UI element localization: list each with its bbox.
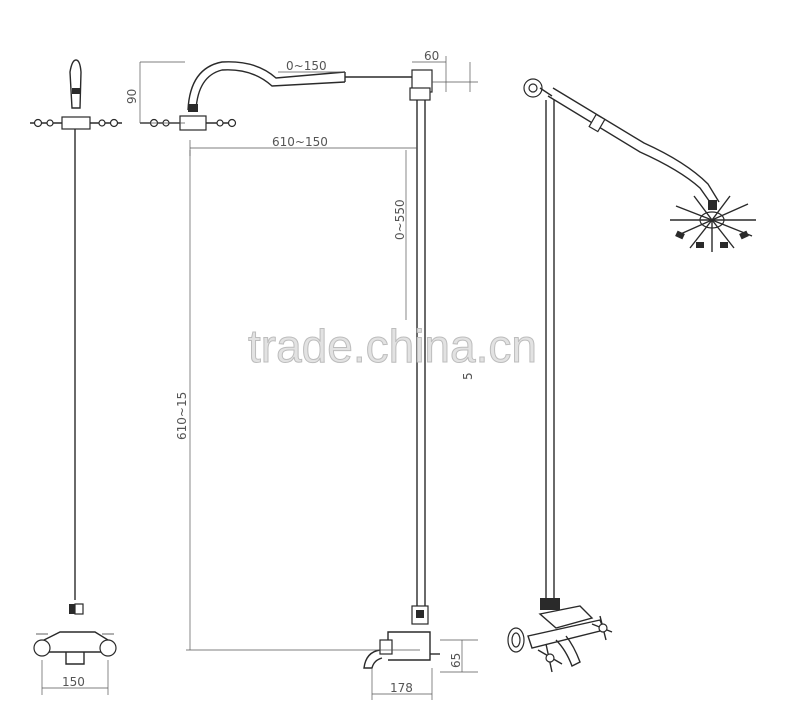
arm-width-label: 60 — [424, 49, 439, 63]
valve-width-label: 150 — [62, 675, 85, 689]
front-view: 150 — [30, 59, 122, 695]
side-valve — [387, 631, 431, 661]
persp-shower-head — [670, 195, 756, 252]
top-arm-label: 0~150 — [286, 59, 327, 73]
persp-arm — [547, 95, 713, 206]
front-head-top — [69, 59, 82, 109]
side-mark-label: 5 — [461, 372, 475, 380]
slide-label: 0~550 — [393, 199, 407, 240]
watermark: trade.china.cn — [248, 320, 537, 372]
front-valve-body — [43, 631, 109, 653]
base-width-label: 178 — [390, 681, 413, 695]
base-height-label: 65 — [449, 653, 463, 668]
total-height-label: 610~15 — [175, 392, 189, 440]
perspective-view — [507, 78, 756, 673]
side-view: 90 0~150 60 610~150 0~550 610~15 5 65 17… — [125, 49, 478, 700]
side-gooseneck — [187, 61, 346, 111]
front-left-handle — [33, 639, 51, 657]
span-label: 610~150 — [272, 135, 328, 149]
persp-mixer — [507, 598, 613, 673]
front-right-handle — [99, 639, 117, 657]
head-height-label: 90 — [125, 89, 139, 104]
front-head-block — [61, 116, 91, 130]
